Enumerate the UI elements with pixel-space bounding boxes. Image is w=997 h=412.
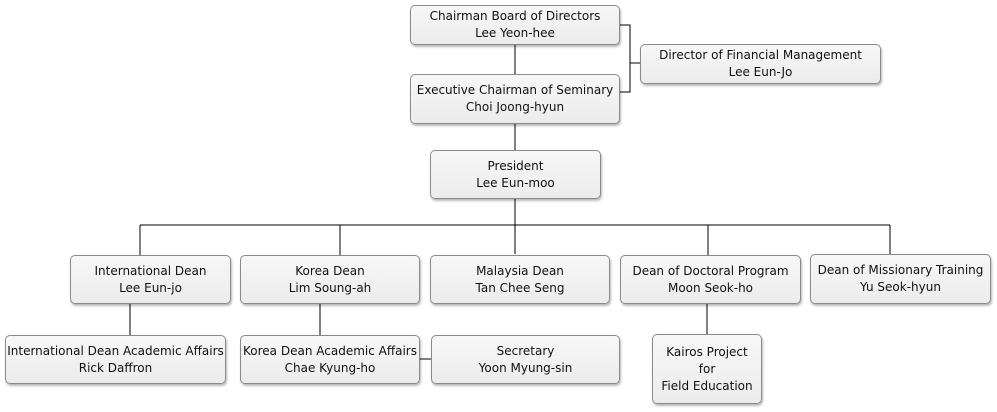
missionary-dean-box: Dean of Missionary Training Yu Seok-hyun — [810, 254, 991, 304]
intl-academic-title: International Dean Academic Affairs — [7, 343, 224, 358]
korea-academic-name: Chae Kyung-ho — [284, 360, 376, 375]
executive-name: Choi Joong-hyun — [465, 100, 565, 114]
korea-academic-title: Korea Dean Academic Affairs — [243, 343, 417, 358]
malaysia-dean-box: Malaysia Dean Tan Chee Seng — [430, 255, 610, 304]
missionary-dean-name: Yu Seok-hyun — [860, 280, 941, 294]
president-title: President — [487, 158, 544, 173]
intl-dean-box: International Dean Lee Eun-jo — [70, 255, 231, 304]
kairos-line1: Kairos Project — [666, 344, 748, 359]
financial-name: Lee Eun-Jo — [728, 65, 793, 79]
kairos-line2: for — [698, 361, 716, 376]
missionary-dean-title: Dean of Missionary Training — [817, 263, 984, 277]
executive-box: Executive Chairman of Seminary Choi Joon… — [410, 74, 620, 124]
doctoral-dean-title: Dean of Doctoral Program — [632, 263, 789, 278]
korea-dean-name: Lim Soung-ah — [288, 280, 372, 295]
malaysia-dean-name: Tan Chee Seng — [475, 280, 565, 295]
president-name: Lee Eun-moo — [476, 175, 555, 190]
korea-dean-box: Korea Dean Lim Soung-ah — [240, 255, 420, 304]
intl-academic-name: Rick Daffron — [78, 360, 153, 375]
korea-academic-box: Korea Dean Academic Affairs Chae Kyung-h… — [240, 335, 420, 384]
kairos-line3: Field Education — [661, 378, 753, 393]
chairman-name: Lee Yeon-hee — [475, 26, 555, 40]
connector-chairman-financial — [620, 24, 640, 93]
intl-dean-name: Lee Eun-jo — [119, 280, 182, 295]
intl-academic-box: International Dean Academic Affairs Rick… — [5, 335, 226, 384]
executive-title: Executive Chairman of Seminary — [416, 83, 614, 97]
doctoral-dean-box: Dean of Doctoral Program Moon Seok-ho — [620, 255, 801, 304]
secretary-box: Secretary Yoon Myung-sin — [431, 335, 620, 384]
malaysia-dean-title: Malaysia Dean — [476, 263, 564, 278]
intl-dean-title: International Dean — [94, 263, 207, 278]
secretary-title: Secretary — [496, 343, 555, 358]
korea-dean-title: Korea Dean — [295, 263, 365, 278]
president-box: President Lee Eun-moo — [430, 150, 601, 199]
connector-president-deans — [139, 199, 891, 255]
doctoral-dean-name: Moon Seok-ho — [667, 280, 754, 295]
kairos-box: Kairos Project for Field Education — [652, 334, 762, 404]
chairman-box: Chairman Board of Directors Lee Yeon-hee — [410, 5, 620, 45]
financial-box: Director of Financial Management Lee Eun… — [640, 44, 881, 84]
secretary-name: Yoon Myung-sin — [478, 360, 573, 375]
financial-title: Director of Financial Management — [659, 48, 862, 62]
chairman-title: Chairman Board of Directors — [429, 9, 601, 23]
